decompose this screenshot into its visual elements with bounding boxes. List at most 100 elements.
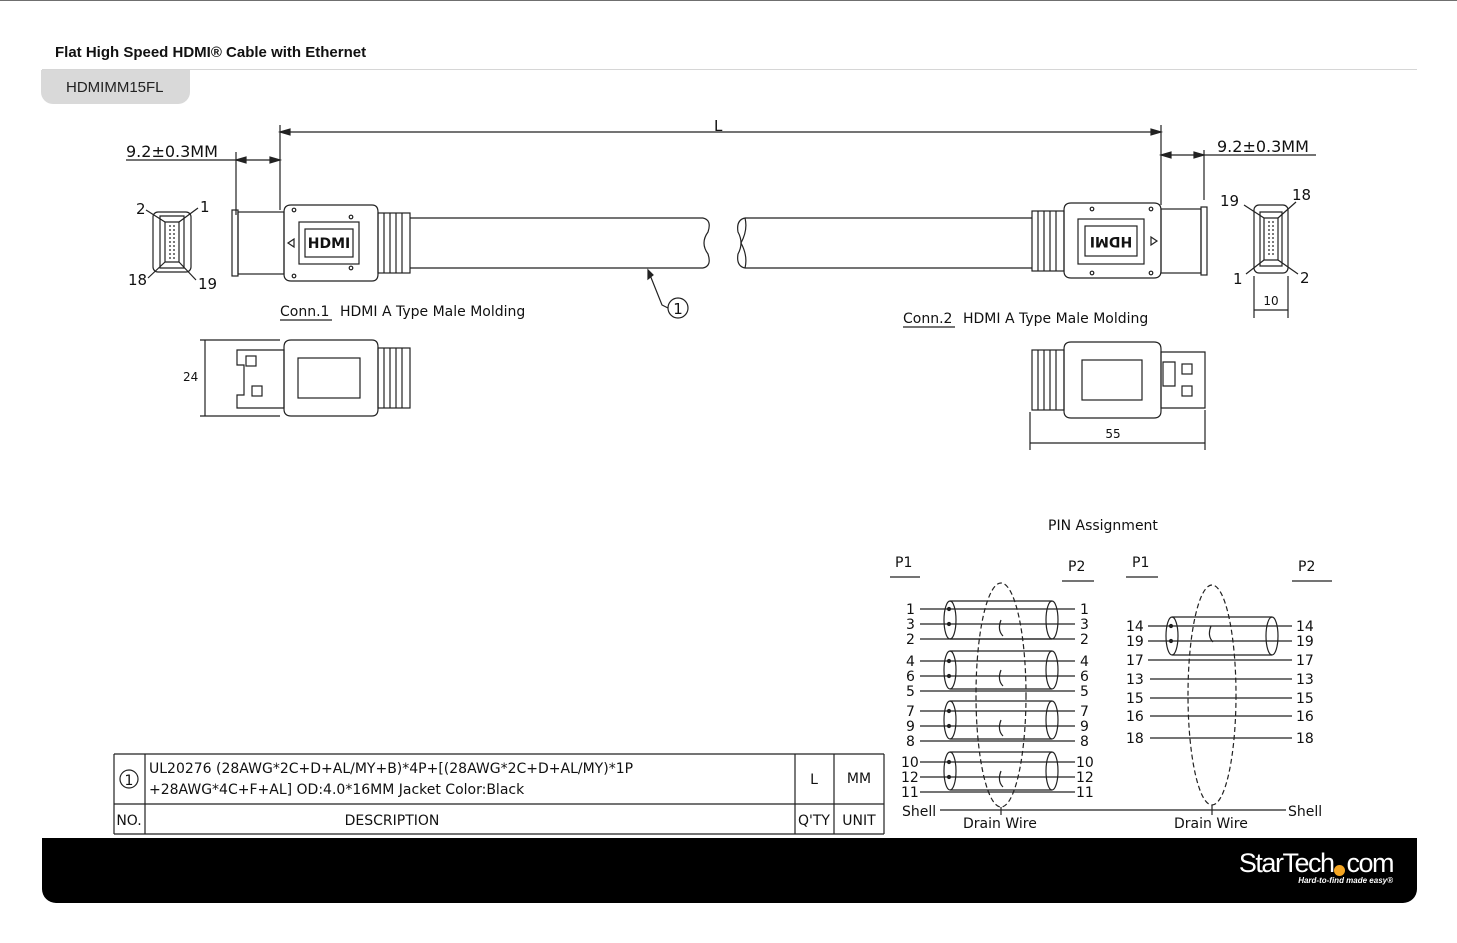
bom-header-no: NO. (116, 813, 141, 829)
pin-label: 10 (1076, 755, 1094, 771)
right-face-pin-18: 18 (1292, 186, 1311, 204)
conn1-text: HDMI A Type Male Molding (340, 304, 525, 320)
page-title: Flat High Speed HDMI® Cable with Etherne… (55, 44, 367, 61)
pin-label: 18 (1126, 731, 1144, 747)
left-pair-group-3 (920, 700, 1075, 742)
left-pin-numbers: 1 3 2 1 3 2 4 6 5 4 6 5 7 9 8 7 9 8 10 1… (901, 602, 1094, 801)
pin-label: 9 (906, 719, 915, 735)
pin-label: 2 (906, 632, 915, 648)
pin-label: 19 (1296, 634, 1314, 650)
logo-tagline: Hard-to-find made easy® (1298, 876, 1393, 885)
pin-label: 19 (1126, 634, 1144, 650)
left-connector-side-view (200, 339, 411, 417)
left-offset-label: 9.2±0.3MM (126, 142, 218, 161)
dim-length-label: 55 (1105, 427, 1120, 441)
pin-label: 4 (1080, 654, 1089, 670)
pin-label: 11 (1076, 785, 1094, 801)
pin-label: 12 (901, 770, 919, 786)
hdmi-logo-right: HDMI (1090, 233, 1132, 249)
right-drain-ellipse (1187, 584, 1237, 806)
cable-callout (647, 268, 689, 319)
part-number-tab: HDMIMM15FL (41, 70, 190, 104)
pin-label: 8 (1080, 734, 1089, 750)
left-shell-label: Shell (902, 804, 936, 820)
pin-label: 14 (1126, 619, 1144, 635)
left-face-pin-2: 2 (136, 200, 146, 218)
right-face-pin-1: 1 (1233, 270, 1243, 288)
pin-label: 17 (1296, 653, 1314, 669)
bom-table-grid (113, 753, 885, 835)
pin-label: 14 (1296, 619, 1314, 635)
bom-unit: MM (847, 771, 871, 787)
left-offset-dimension (126, 152, 283, 215)
pin-right-p2: P2 (1298, 559, 1315, 575)
conn1-ref: Conn.1 (280, 304, 329, 320)
right-connector-side-view (1029, 341, 1206, 450)
right-offset-dimension (1158, 150, 1316, 200)
right-offset-label: 9.2±0.3MM (1217, 137, 1309, 156)
footer-bar: StarTech com Hard-to-find made easy® (42, 838, 1417, 903)
right-pin-numbers: 14 19 17 14 19 17 13 15 16 18 13 15 16 1… (1126, 619, 1314, 747)
right-pair-group (1148, 616, 1292, 739)
right-drain-mark (1208, 625, 1214, 643)
pin-label: 17 (1126, 653, 1144, 669)
pin-label: 10 (901, 755, 919, 771)
pin-label: 12 (1076, 770, 1094, 786)
left-pair-group-1 (920, 600, 1075, 640)
left-drain-label: Drain Wire (963, 816, 1037, 832)
right-face-pin-19: 19 (1220, 192, 1239, 210)
right-face-pin-2: 2 (1300, 269, 1310, 287)
pin-label: 1 (906, 602, 915, 618)
pin-label: 7 (906, 704, 915, 720)
pin-label: 15 (1296, 691, 1314, 707)
pin-assignment-title: PIN Assignment (1048, 518, 1158, 534)
pin-label: 2 (1080, 632, 1089, 648)
pin-label: 1 (1080, 602, 1089, 618)
pin-label: 3 (1080, 617, 1089, 633)
pin-label: 4 (906, 654, 915, 670)
bom-header-qty: Q'TY (798, 813, 830, 829)
title-divider (42, 69, 1417, 70)
cable-callout-number: 1 (673, 300, 683, 318)
dim-height-label: 24 (183, 370, 198, 384)
right-drain-label: Drain Wire (1174, 816, 1248, 832)
pin-left-p1: P1 (895, 555, 912, 571)
right-connector-top-view (737, 202, 1208, 279)
left-face-pin-1: 1 (200, 198, 210, 216)
bom-header-unit: UNIT (842, 813, 876, 829)
bom-qty: L (810, 772, 818, 788)
left-connector-top-view (231, 204, 710, 282)
left-drain-ellipse (975, 582, 1027, 808)
pin-label: 7 (1080, 704, 1089, 720)
pin-left-p2: P2 (1068, 559, 1085, 575)
top-border (0, 0, 1457, 1)
pin-label: 8 (906, 734, 915, 750)
right-shell-label: Shell (1288, 804, 1322, 820)
hdmi-logo-left: HDMI (308, 236, 350, 252)
pin-label: 6 (906, 669, 915, 685)
right-connector-face (1243, 201, 1299, 318)
pin-label: 16 (1126, 709, 1144, 725)
part-number: HDMIMM15FL (66, 79, 164, 96)
left-face-pin-19: 19 (198, 275, 217, 293)
bom-row-number: 1 (125, 773, 134, 789)
pin-right-p1: P1 (1132, 555, 1149, 571)
pin-label: 15 (1126, 691, 1144, 707)
logo-text-left: StarTech (1238, 848, 1335, 878)
pin-label: 13 (1126, 672, 1144, 688)
left-face-pin-18: 18 (128, 271, 147, 289)
pin-label: 9 (1080, 719, 1089, 735)
dim-width-label: 10 (1263, 294, 1278, 308)
bom-description-line2: +28AWG*4C+F+AL] OD:4.0*16MM Jacket Color… (149, 782, 525, 798)
pin-label: 3 (906, 617, 915, 633)
logo-text-right: com (1346, 848, 1394, 878)
length-label: L (714, 117, 723, 135)
pin-label: 13 (1296, 672, 1314, 688)
startech-logo[interactable]: StarTech com Hard-to-find made easy® (1238, 848, 1395, 885)
pin-label: 6 (1080, 669, 1089, 685)
conn2-text: HDMI A Type Male Molding (963, 311, 1148, 327)
conn2-ref: Conn.2 (903, 311, 952, 327)
left-pair-group-4 (920, 751, 1075, 793)
pin-label: 16 (1296, 709, 1314, 725)
